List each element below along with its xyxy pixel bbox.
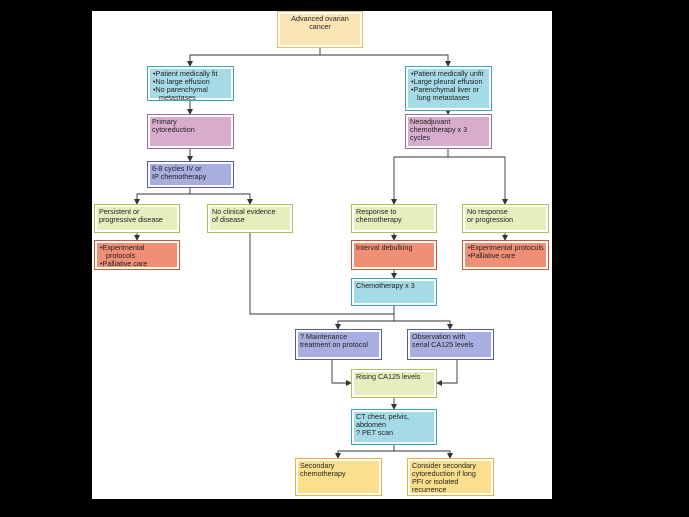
arrow-merge-to-obs	[394, 320, 453, 330]
node-no-clinical-evidence: No clinical evidence of disease	[207, 204, 293, 233]
unfit-criterion: Large pleural effusion	[410, 78, 487, 86]
node-persistent-disease: Persistent or progressive disease	[94, 204, 180, 233]
line-noclinical-merge	[249, 233, 394, 315]
arrow-neo-to-response	[391, 149, 449, 205]
arrow-merge-to-maint	[335, 320, 394, 330]
fit-criteria-list: Patient medically fit No large effusion …	[152, 70, 229, 102]
node-chemotherapy-x3: Chemotherapy x 3	[351, 278, 437, 306]
arrow-maint-to-rising	[331, 360, 352, 386]
node-interval-debulking: Interval debulking	[351, 240, 437, 270]
arrow-obs-to-rising	[436, 360, 458, 386]
palliative-option: Palliative care	[99, 260, 175, 268]
node-experimental-palliative-right: Experimental protocols Palliative care	[462, 240, 549, 270]
unfit-criteria-list: Patient medically unfit Large pleural ef…	[410, 70, 487, 102]
node-primary-cytoreduction: Primary cytoreduction	[147, 114, 234, 149]
node-observation-ca125: Observation with serial CA125 levels	[407, 329, 494, 360]
flowchart-canvas: Advanced ovarian cancer Patient medicall…	[92, 11, 552, 499]
palliative-option: Palliative care	[467, 252, 544, 260]
node-response-to-chemotherapy: Response to chemotherapy	[351, 204, 437, 233]
node-secondary-cytoreduction: Consider secondary cytoreduction if long…	[407, 458, 494, 496]
arrow-cycles-to-persistent	[134, 188, 191, 205]
node-ct-pet-scan: CT chest, pelvis, abdomen ? PET scan	[351, 409, 437, 445]
palliative-options-list: Experimental protocols Palliative care	[467, 244, 544, 260]
arrow-ct-to-seccyto	[394, 450, 453, 459]
palliative-option: Experimental protocols	[99, 244, 175, 260]
node-advanced-ovarian-cancer: Advanced ovarian cancer	[277, 11, 363, 48]
node-neoadjuvant-chemotherapy: Neoadjuvant chemotherapy x 3 cycles	[405, 114, 492, 149]
arrow-neo-to-noresponse	[448, 156, 508, 205]
node-no-response: No response or progression	[462, 204, 549, 233]
fit-criterion: No large effusion	[152, 78, 229, 86]
node-maintenance-treatment: ? Maintenance treatment on protocol	[295, 329, 382, 360]
unfit-criterion: Patient medically unfit	[410, 70, 487, 78]
fit-criterion: No parenchymal metastases	[152, 86, 229, 102]
palliative-option: Experimental protocols	[467, 244, 544, 252]
arrow-cycles-to-noclinical	[190, 193, 253, 205]
node-6-8-cycles-chemotherapy: 6-8 cycles IV or IP chemotherapy	[147, 161, 234, 188]
node-medically-fit: Patient medically fit No large effusion …	[147, 66, 234, 102]
arrow-start-to-fit	[187, 48, 321, 67]
node-rising-ca125: Rising CA125 levels	[351, 369, 437, 398]
arrow-start-to-unfit	[320, 54, 451, 67]
palliative-options-list: Experimental protocols Palliative care	[99, 244, 175, 268]
fit-criterion: Patient medically fit	[152, 70, 229, 78]
arrow-ct-to-secchemo	[335, 445, 395, 459]
unfit-criterion: Parenchymal liver or lung metastases	[410, 86, 487, 102]
node-medically-unfit: Patient medically unfit Large pleural ef…	[405, 66, 492, 111]
node-secondary-chemotherapy: Secondary chemotherapy	[295, 458, 382, 496]
connector-lines	[134, 48, 508, 459]
node-experimental-palliative-left: Experimental protocols Palliative care	[94, 240, 180, 270]
